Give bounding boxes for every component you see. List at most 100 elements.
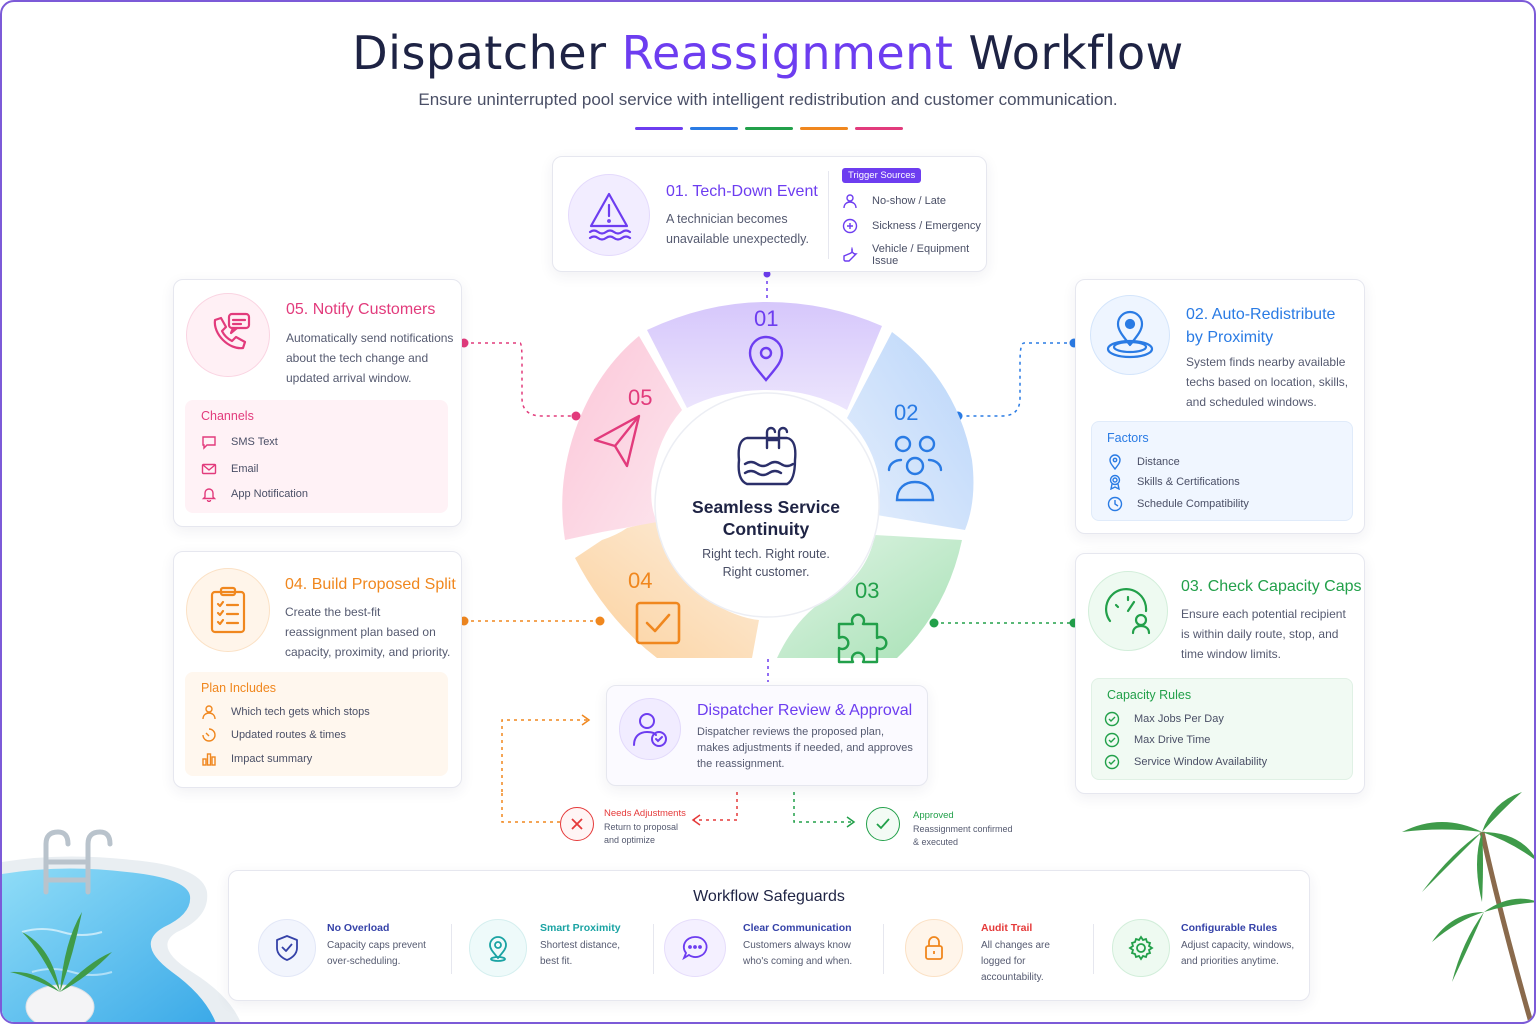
phone-chat-icon — [186, 293, 270, 377]
divider-orange — [800, 127, 848, 130]
location-pin-icon — [748, 335, 784, 382]
step4-title: 04. Build Proposed Split — [285, 576, 456, 593]
safeguard-separator — [451, 924, 452, 974]
step1-title: 01. Tech-Down Event — [666, 183, 818, 200]
step4-card: 04. Build Proposed Split Create the best… — [173, 551, 462, 788]
page-subtitle: Ensure uninterrupted pool service with i… — [418, 90, 1118, 109]
pool-decoration — [2, 829, 241, 1022]
step5-title: 05. Notify Customers — [286, 301, 436, 318]
mail-icon — [201, 463, 217, 475]
puzzle-icon — [837, 613, 888, 664]
bell-icon — [201, 488, 217, 502]
medical-icon — [842, 218, 858, 234]
step3-desc: Ensure each potential recipient is withi… — [1181, 607, 1346, 661]
chat-icon — [202, 436, 216, 450]
check-icon — [866, 807, 900, 841]
workflow-wheel — [562, 302, 974, 664]
location-target-icon — [1090, 295, 1170, 375]
plan-title: Plan Includes — [201, 681, 277, 695]
step2-desc: System finds nearby available techs base… — [1186, 355, 1349, 409]
channel-item: Email — [201, 461, 259, 477]
review-card: Dispatcher Review & Approval Dispatcher … — [606, 685, 928, 786]
trigger-item: No-show / Late — [842, 193, 946, 209]
step3-card: 03. Check Capacity Caps Ensure each pote… — [1075, 553, 1365, 794]
user-icon — [843, 194, 857, 209]
capacity-panel: Capacity Rules Max Jobs Per Day Max Driv… — [1091, 678, 1353, 780]
factor-item: Skills & Certifications — [1107, 474, 1240, 490]
safeguards-title: Workflow Safeguards — [693, 888, 845, 905]
step1-divider — [828, 171, 829, 259]
safeguard-separator — [883, 924, 884, 974]
pin-icon — [1109, 454, 1121, 470]
hub-title: Seamless Service Continuity — [692, 497, 840, 539]
divider-pink — [855, 127, 903, 130]
pool-icon — [737, 426, 797, 486]
warning-flood-icon — [568, 174, 650, 256]
capacity-item: Max Jobs Per Day — [1104, 711, 1224, 727]
step1-desc: A technician becomes unavailable unexpec… — [666, 212, 809, 246]
gauge-user-icon — [1088, 571, 1168, 651]
segment-03-num: 03 — [855, 578, 880, 603]
gear-icon — [1112, 919, 1170, 977]
safeguard-separator — [653, 924, 654, 974]
lock-icon — [905, 919, 963, 977]
clipboard-list-icon — [186, 568, 270, 652]
chat-bubble-icon — [664, 919, 726, 977]
shield-check-icon — [258, 919, 316, 977]
step2-title: 02. Auto-Redistribute by Proximity — [1186, 306, 1336, 346]
bar-chart-icon — [202, 753, 216, 766]
trigger-item: Vehicle / Equipment Issue — [842, 243, 986, 267]
factor-item: Schedule Compatibility — [1107, 496, 1249, 512]
needs-adjustments: Needs Adjustments Return to proposal and… — [604, 808, 686, 845]
palm-decoration — [1402, 792, 1534, 1022]
step5-card: 05. Notify Customers Automatically send … — [173, 279, 462, 527]
check-circle-icon — [1104, 711, 1120, 727]
hub-tagline: Right tech. Right route. Right customer. — [702, 547, 830, 579]
check-circle-icon — [1104, 732, 1120, 748]
channel-item: SMS Text — [201, 434, 278, 450]
clock-icon — [1107, 496, 1123, 512]
plan-item: Impact summary — [201, 751, 312, 767]
factors-panel: Factors Distance Skills & Certifications… — [1091, 421, 1353, 521]
checkbox-icon — [635, 601, 681, 645]
capacity-item: Service Window Availability — [1104, 754, 1267, 770]
divider-green — [745, 127, 793, 130]
check-circle-icon — [1104, 754, 1120, 770]
step2-card: 02. Auto-Redistribute by Proximity Syste… — [1075, 279, 1365, 534]
user-check-icon — [619, 698, 681, 760]
segment-03 — [777, 535, 962, 658]
review-title: Dispatcher Review & Approval — [697, 702, 913, 719]
channels-panel: Channels SMS Text Email App Notification — [185, 400, 448, 513]
wrench-icon — [843, 247, 858, 262]
trigger-sources-badge: Trigger Sources — [842, 168, 922, 183]
step1-card: 01. Tech-Down Event A technician becomes… — [552, 156, 987, 272]
hub-circle — [654, 392, 880, 618]
capacity-item: Max Drive Time — [1104, 732, 1210, 748]
channels-title: Channels — [201, 409, 254, 423]
trigger-item: Sickness / Emergency — [842, 218, 981, 234]
segment-04 — [575, 520, 759, 658]
factor-item: Distance — [1107, 454, 1180, 470]
map-pin-icon — [469, 919, 527, 977]
review-desc: Dispatcher reviews the proposed plan, ma… — [697, 726, 913, 770]
segment-01-num: 01 — [754, 306, 779, 331]
segment-02 — [847, 332, 974, 530]
channel-item: App Notification — [201, 486, 308, 502]
plan-item: Which tech gets which stops — [201, 704, 370, 720]
paper-plane-icon — [593, 414, 641, 468]
segment-02-num: 02 — [894, 400, 919, 425]
plan-item: Updated routes & times — [201, 727, 346, 743]
segment-04-num: 04 — [628, 568, 653, 593]
plan-panel: Plan Includes Which tech gets which stop… — [185, 672, 448, 776]
factors-title: Factors — [1107, 431, 1149, 445]
badge-icon — [1109, 474, 1121, 490]
close-icon — [560, 807, 594, 841]
step5-desc: Automatically send notifications about t… — [286, 331, 454, 385]
step3-title: 03. Check Capacity Caps — [1181, 578, 1362, 595]
